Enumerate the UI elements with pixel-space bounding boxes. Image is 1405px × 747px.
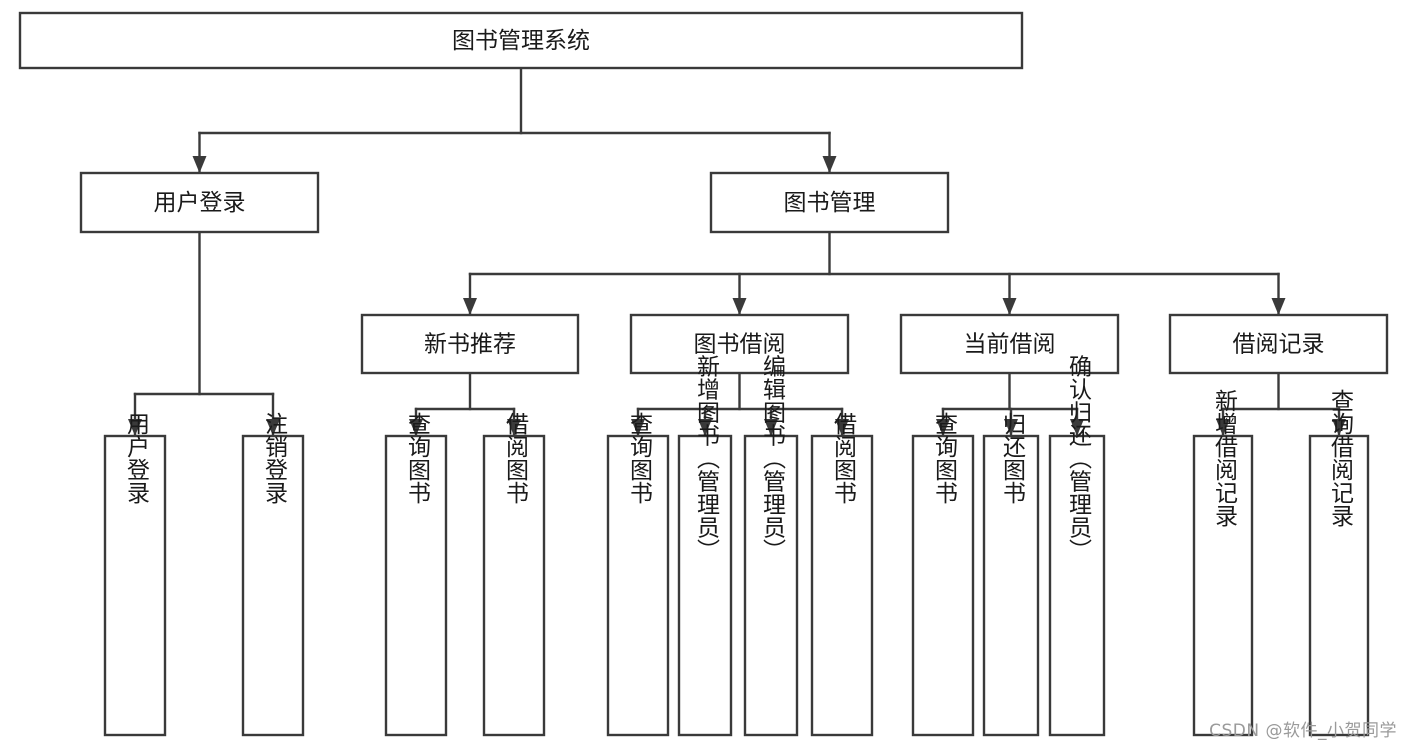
node-box[interactable] (241, 434, 305, 737)
node-label: 借阅图书 (830, 412, 858, 504)
node-leaf-add-borrow-record[interactable]: 新增借阅记录 (1192, 389, 1254, 737)
node-box[interactable] (899, 313, 1120, 375)
node-label: 当前借阅 (964, 332, 1056, 358)
arrow-head-icon (463, 298, 477, 315)
node-label: 查询图书 (626, 412, 654, 504)
connector-group (1216, 371, 1346, 437)
node-box[interactable] (1168, 313, 1389, 375)
arrow-head-icon (409, 419, 423, 436)
node-label: 新书推荐 (424, 332, 516, 358)
connector-group (936, 371, 1084, 437)
node-box[interactable] (360, 313, 580, 375)
arrow-head-icon (128, 419, 142, 436)
node-box[interactable] (1308, 434, 1370, 737)
node-label: 图书借阅 (694, 332, 786, 358)
arrow-head-icon (732, 298, 747, 315)
node-label: 新增图书（管理员） (693, 355, 721, 562)
node-user-login[interactable]: 用户登录 (79, 171, 320, 234)
node-leaf-return-book[interactable]: 归还图书 (982, 412, 1040, 737)
node-leaf-borrow-book-rec[interactable]: 借阅图书 (482, 412, 546, 737)
node-box[interactable] (606, 434, 670, 737)
arrow-head-icon (1002, 298, 1017, 315)
node-box[interactable] (677, 434, 733, 737)
node-label: 图书管理 (784, 190, 876, 216)
node-leaf-query-book-cur[interactable]: 查询图书 (911, 412, 975, 737)
connector-group (409, 371, 521, 437)
node-label: 查询借阅记录 (1327, 389, 1355, 527)
node-book-manage[interactable]: 图书管理 (709, 171, 950, 234)
node-leaf-query-book-rec[interactable]: 查询图书 (384, 412, 448, 737)
node-leaf-confirm-return-admin[interactable]: 确认归还（管理员） (1048, 355, 1106, 737)
node-new-book-recommend[interactable]: 新书推荐 (360, 313, 580, 375)
arrow-head-icon (835, 419, 849, 436)
node-box[interactable] (384, 434, 448, 737)
node-label: 用户登录 (123, 412, 151, 504)
arrow-head-icon (1004, 419, 1018, 436)
node-layer: 图书管理系统用户登录图书管理新书推荐图书借阅当前借阅借阅记录用户登录注销登录查询… (18, 11, 1389, 737)
node-box[interactable] (982, 434, 1040, 737)
arrow-head-icon (631, 419, 645, 436)
arrow-head-icon (936, 419, 950, 436)
node-leaf-add-book-admin[interactable]: 新增图书（管理员） (677, 355, 733, 737)
node-box[interactable] (79, 171, 320, 234)
watermark-label: CSDN @软件_小贺同学 (1209, 721, 1397, 741)
node-label: 归还图书 (999, 412, 1027, 504)
arrow-head-icon (764, 419, 778, 436)
node-leaf-user-login[interactable]: 用户登录 (103, 412, 167, 737)
arrow-head-icon (192, 156, 207, 173)
connector-group (192, 66, 837, 174)
node-leaf-borrow-book[interactable]: 借阅图书 (810, 412, 874, 737)
node-box[interactable] (1048, 434, 1106, 737)
arrow-head-icon (698, 419, 712, 436)
node-box[interactable] (629, 313, 850, 375)
node-label: 借阅记录 (1233, 332, 1325, 358)
node-box[interactable] (810, 434, 874, 737)
arrow-head-icon (507, 419, 521, 436)
node-box[interactable] (743, 434, 799, 737)
node-box[interactable] (103, 434, 167, 737)
node-leaf-user-logout[interactable]: 注销登录 (241, 412, 305, 737)
node-label: 新增借阅记录 (1211, 389, 1239, 527)
node-label: 注销登录 (261, 412, 289, 504)
node-box[interactable] (18, 11, 1024, 70)
node-label: 确认归还（管理员） (1065, 355, 1093, 562)
node-label: 图书管理系统 (452, 28, 590, 54)
node-label: 用户登录 (154, 190, 246, 216)
node-label: 编辑图书（管理员） (759, 355, 787, 562)
node-borrow-record[interactable]: 借阅记录 (1168, 313, 1389, 375)
arrow-head-icon (266, 419, 280, 436)
node-leaf-query-book-borrow[interactable]: 查询图书 (606, 412, 670, 737)
arrow-head-icon (1216, 419, 1230, 436)
arrow-head-icon (1070, 419, 1084, 436)
node-book-borrow[interactable]: 图书借阅 (629, 313, 850, 375)
node-label: 查询图书 (404, 412, 432, 504)
node-box[interactable] (482, 434, 546, 737)
node-leaf-edit-book-admin[interactable]: 编辑图书（管理员） (743, 355, 799, 737)
connector-group (463, 230, 1286, 316)
node-current-borrow[interactable]: 当前借阅 (899, 313, 1120, 375)
node-label: 查询图书 (931, 412, 959, 504)
node-box[interactable] (911, 434, 975, 737)
node-box[interactable] (1192, 434, 1254, 737)
connector-group (631, 371, 849, 437)
connector-layer (128, 66, 1346, 437)
arrow-head-icon (1332, 419, 1346, 436)
node-label: 借阅图书 (502, 412, 530, 504)
arrow-head-icon (822, 156, 837, 173)
connector-group (128, 230, 280, 437)
node-box[interactable] (709, 171, 950, 234)
node-leaf-query-borrow-record[interactable]: 查询借阅记录 (1308, 389, 1370, 737)
node-root[interactable]: 图书管理系统 (18, 11, 1024, 70)
arrow-head-icon (1271, 298, 1286, 315)
